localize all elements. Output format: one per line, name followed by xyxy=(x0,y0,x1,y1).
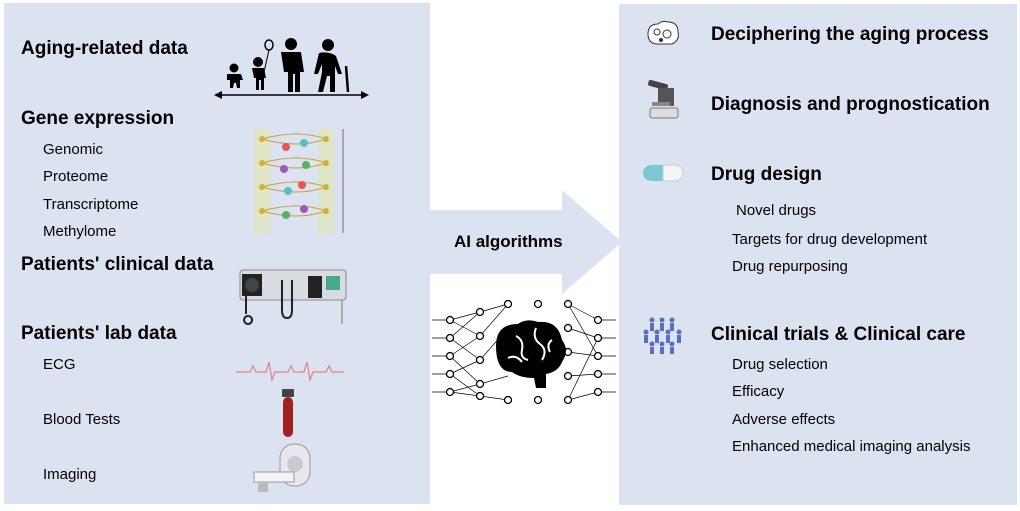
lab-item-ecg: ECG xyxy=(43,356,76,373)
gene-item-genomic: Genomic xyxy=(43,141,104,158)
gene-item-transcriptome: Transcriptome xyxy=(43,196,139,213)
drug-item-repurposing: Drug repurposing xyxy=(732,258,848,275)
blood-tube-icon xyxy=(282,389,294,437)
microscope-icon xyxy=(648,80,679,119)
mri-scanner-icon xyxy=(253,443,311,492)
lab-item-blood-tests: Blood Tests xyxy=(43,411,121,428)
drug-design-heading: Drug design xyxy=(711,164,822,185)
brain-gears-icon xyxy=(647,20,679,45)
capsule-icon xyxy=(643,164,684,182)
ecg-icon xyxy=(236,361,344,382)
aging-people-icon xyxy=(214,38,369,99)
drug-item-novel: Novel drugs xyxy=(736,202,817,219)
clinical-item-adverse-effects: Adverse effects xyxy=(732,411,836,428)
aging-related-data-heading: Aging-related data xyxy=(21,38,188,59)
clinical-item-drug-selection: Drug selection xyxy=(732,356,828,373)
diagnosis-heading: Diagnosis and prognostication xyxy=(711,94,990,115)
clinical-equipment-icon xyxy=(239,269,347,325)
dna-methylation-icon xyxy=(254,129,344,233)
input-data-panel xyxy=(4,3,430,504)
gene-expression-heading: Gene expression xyxy=(21,108,175,129)
clinical-trials-heading: Clinical trials & Clinical care xyxy=(711,324,966,345)
gene-item-proteome: Proteome xyxy=(43,168,109,185)
drug-item-targets: Targets for drug development xyxy=(732,231,928,248)
people-group-icon xyxy=(643,317,682,354)
applications-panel xyxy=(619,4,1017,505)
neural-network-icon xyxy=(432,299,616,405)
clinical-data-heading: Patients' clinical data xyxy=(21,254,214,275)
lab-item-imaging: Imaging xyxy=(43,466,97,483)
deciphering-aging-heading: Deciphering the aging process xyxy=(711,24,989,45)
clinical-item-efficacy: Efficacy xyxy=(732,383,785,400)
big-arrow xyxy=(428,190,622,294)
lab-data-heading: Patients' lab data xyxy=(21,323,177,344)
clinical-item-imaging-analysis: Enhanced medical imaging analysis xyxy=(732,438,971,455)
gene-item-methylome: Methylome xyxy=(43,223,117,240)
ai-algorithms-label: AI algorithms xyxy=(454,232,563,251)
